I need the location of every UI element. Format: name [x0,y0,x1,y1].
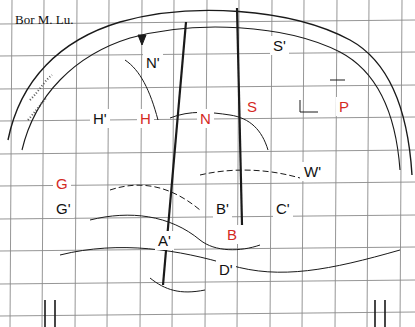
landmark-label: B [224,225,240,244]
landmark-label: G' [53,199,74,218]
specimen-label: Bor M. Lu. [12,10,77,29]
landmark-label: N' [143,53,163,72]
landmark-label: G [53,174,71,193]
landmark-label: B' [213,199,232,218]
landmark-label: D' [216,260,236,279]
landmark-label: S' [270,36,289,55]
landmark-label: P [336,97,352,116]
landmark-label: S [244,97,260,116]
landmark-label: W' [301,162,324,181]
outline [8,8,412,327]
landmark-label: H [137,109,154,128]
landmark-label: C' [273,199,293,218]
landmark-label: A' [155,231,174,250]
landmark-label: H' [90,109,110,128]
landmark-label: N [197,109,214,128]
